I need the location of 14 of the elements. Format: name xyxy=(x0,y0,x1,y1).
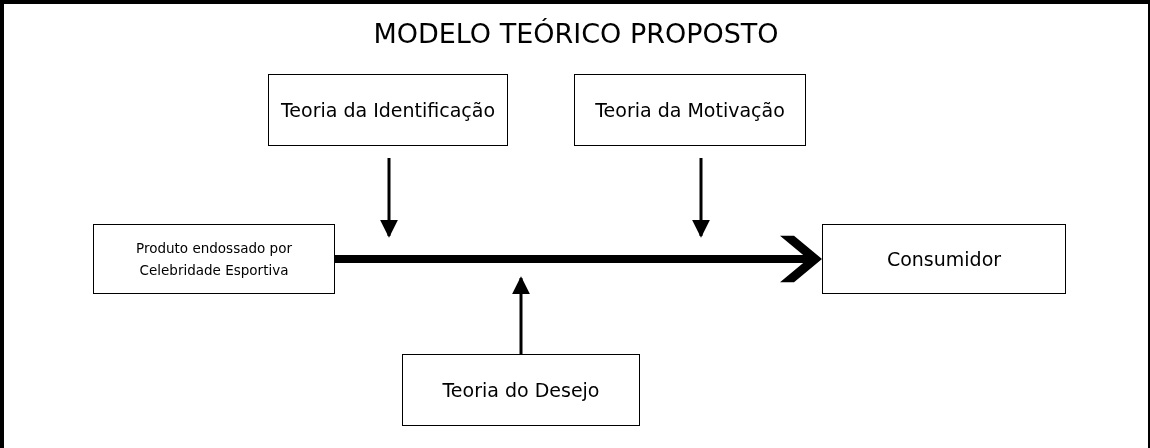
box-label: Teoria da Identificação xyxy=(280,99,496,121)
box-label: Consumidor xyxy=(886,248,1002,270)
concept-box xyxy=(268,74,508,146)
box-label: Produto endossado por Celebridade Esportiva xyxy=(135,238,293,280)
arrow xyxy=(692,158,710,238)
concept-box xyxy=(574,74,806,146)
concept-box xyxy=(822,224,1066,294)
arrow xyxy=(512,276,530,354)
diagram-title: MODELO TEÓRICO PROPOSTO xyxy=(373,18,779,49)
concept-box xyxy=(93,224,335,294)
box-label: Teoria do Desejo xyxy=(442,379,600,401)
concept-box xyxy=(402,354,640,426)
box-label: Teoria da Motivação xyxy=(595,99,785,121)
arrow xyxy=(380,158,398,238)
